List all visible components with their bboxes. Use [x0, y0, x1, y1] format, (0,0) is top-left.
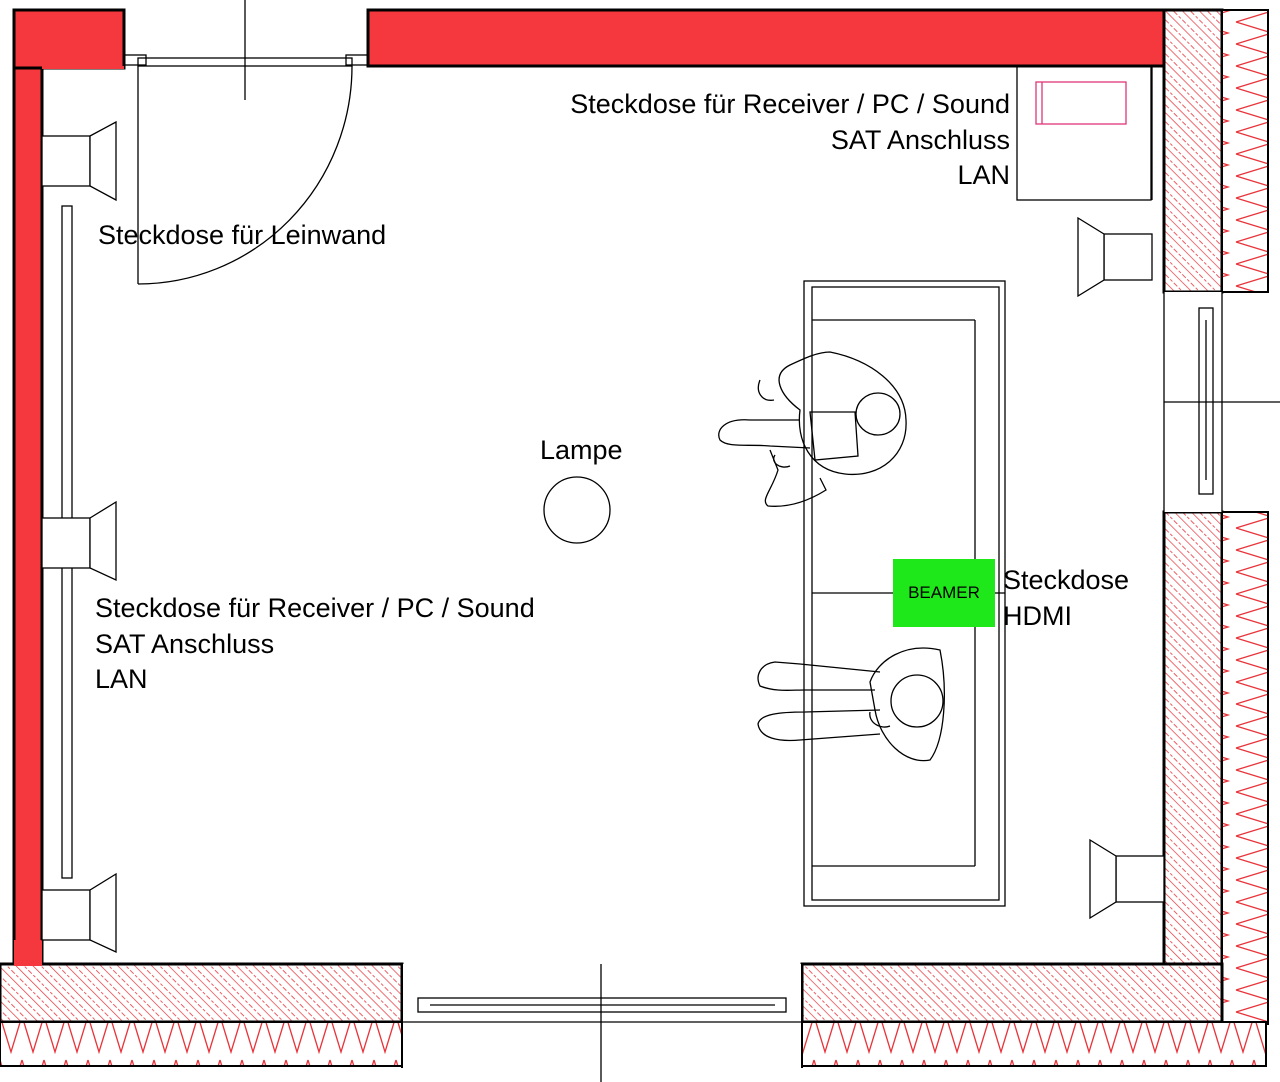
lamp — [543, 476, 611, 544]
label-beamer-side: Steckdose HDMI — [1003, 565, 1129, 631]
label-top-right-line-1: Steckdose für Receiver / PC / Sound — [570, 89, 1010, 119]
right-wall-lower — [1162, 510, 1269, 1026]
right-wall-upper — [1162, 8, 1269, 294]
label-left: Steckdose für Receiver / PC / Sound SAT … — [95, 593, 535, 694]
beamer-label: BEAMER — [908, 583, 980, 602]
bottom-wall-right — [800, 962, 1267, 1067]
bottom-wall-left — [0, 940, 404, 1067]
speaker-rear-right-top — [1077, 216, 1153, 298]
label-lampe: Lampe — [540, 435, 623, 465]
window-right — [1163, 292, 1280, 512]
label-top-right-line-2: SAT Anschluss — [831, 125, 1010, 155]
speaker-center-left — [41, 500, 117, 582]
speaker-front-left-bottom — [41, 872, 117, 954]
label-left-line-3: LAN — [95, 664, 148, 694]
speaker-front-left-top — [41, 120, 117, 202]
label-beamer-side-line-2: HDMI — [1003, 601, 1072, 631]
top-wall — [366, 8, 1168, 68]
left-wall — [12, 8, 126, 967]
label-left-line-1: Steckdose für Receiver / PC / Sound — [95, 593, 535, 623]
door — [123, 0, 369, 285]
label-leinwand: Steckdose für Leinwand — [98, 220, 386, 250]
label-left-line-2: SAT Anschluss — [95, 629, 274, 659]
window-bottom — [401, 964, 803, 1082]
person-upper — [718, 351, 907, 507]
label-top-right-line-3: LAN — [957, 160, 1010, 190]
speaker-rear-right-bottom — [1089, 838, 1165, 920]
label-top-right: Steckdose für Receiver / PC / Sound SAT … — [570, 89, 1010, 190]
person-lower — [757, 647, 945, 762]
beamer: BEAMER — [893, 559, 1005, 627]
label-beamer-side-line-1: Steckdose — [1003, 565, 1129, 595]
receiver-cabinet — [1016, 65, 1153, 201]
